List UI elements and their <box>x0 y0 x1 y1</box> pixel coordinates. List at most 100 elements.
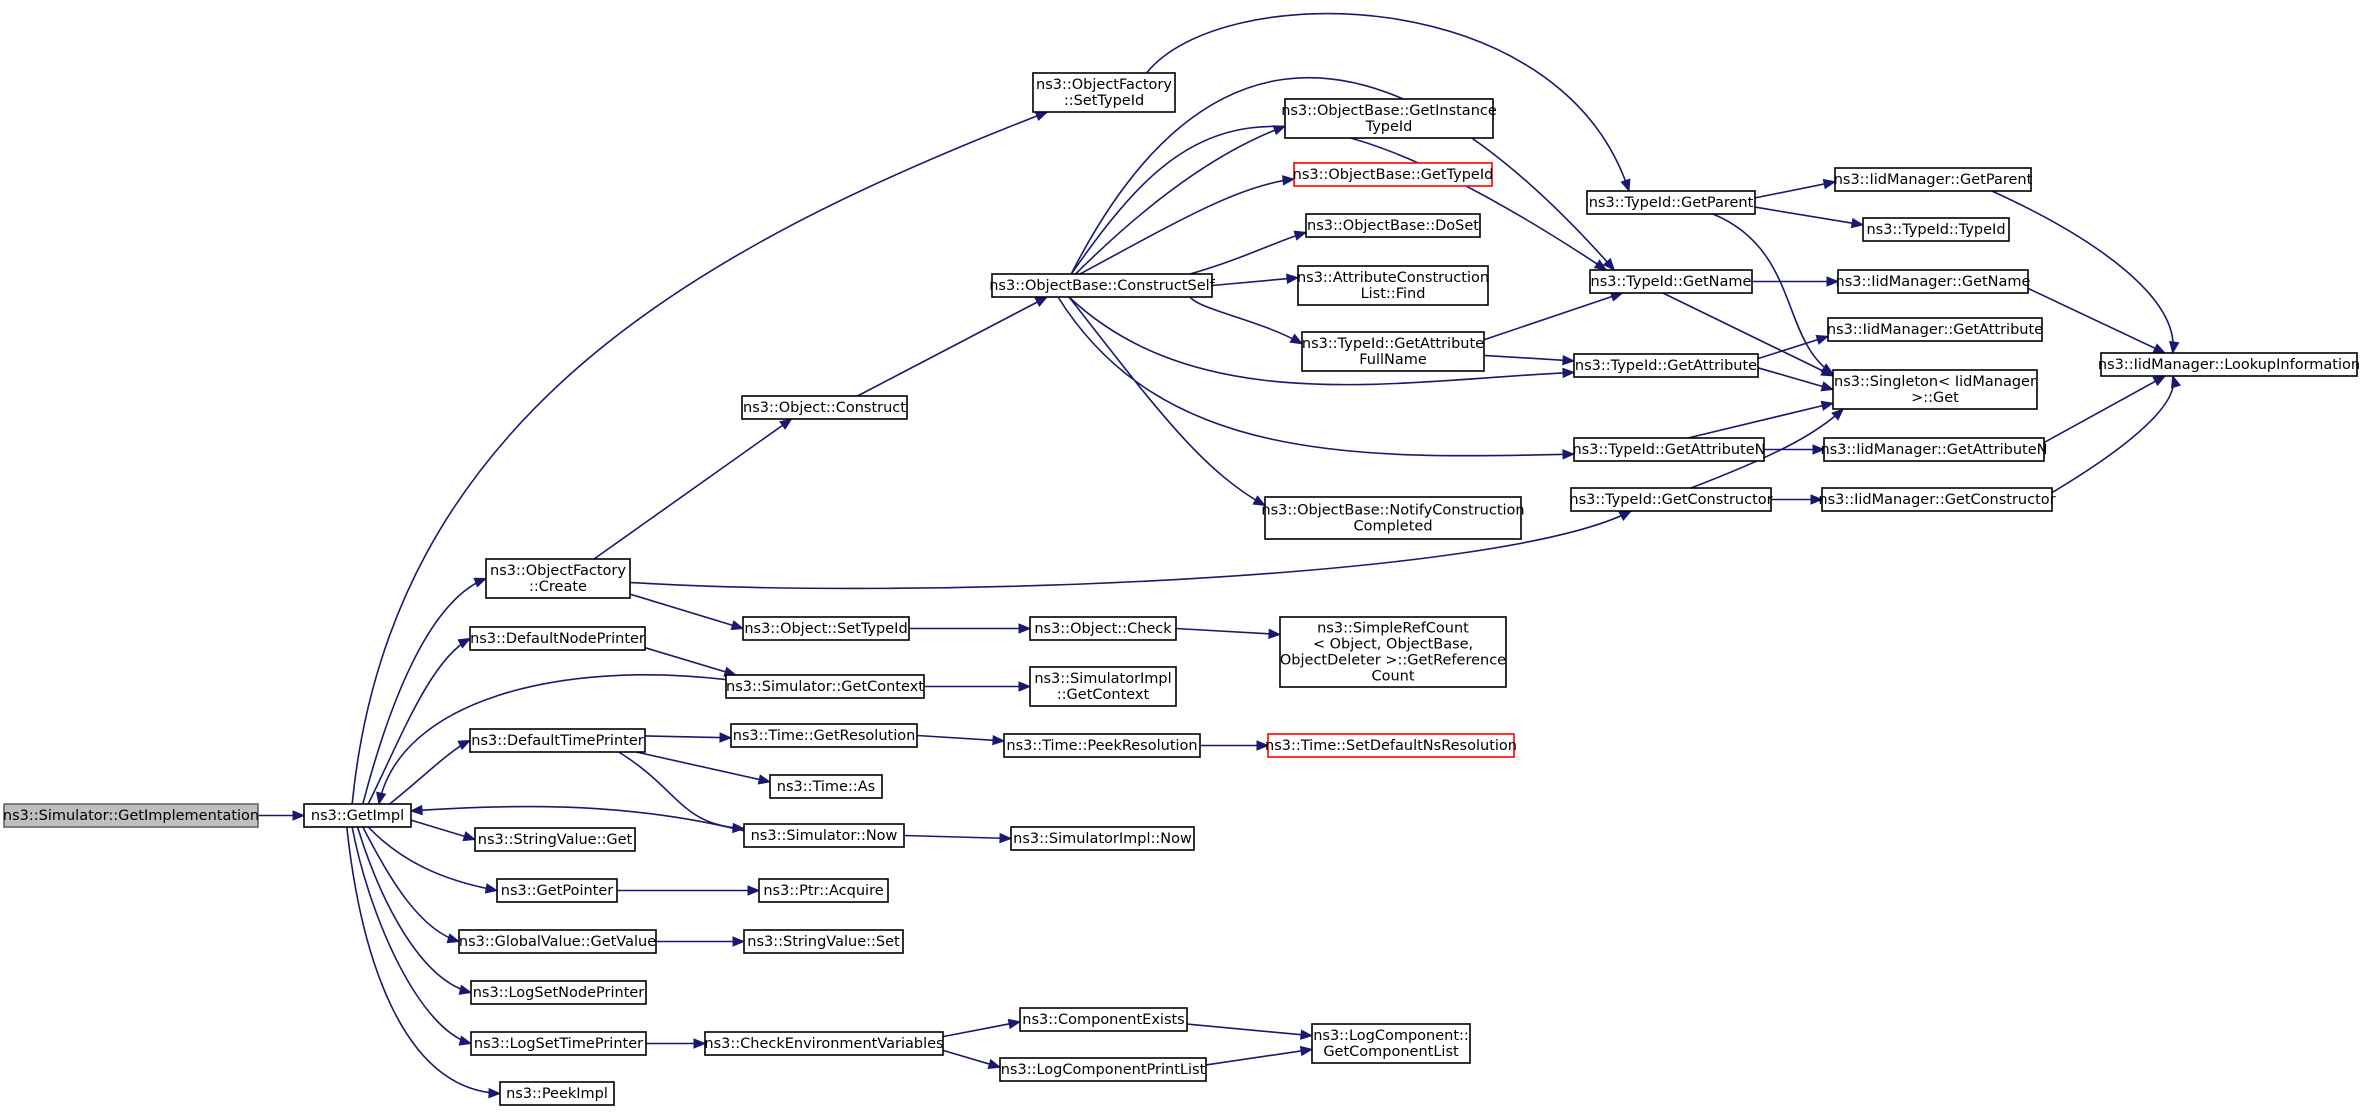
node-time-peekres[interactable]: ns3::Time::PeekResolution <box>1003 733 1201 758</box>
node-logsetnodeprinter[interactable]: ns3::LogSetNodePrinter <box>470 980 647 1005</box>
node-box <box>991 273 1213 298</box>
node-logsettimeprinter[interactable]: ns3::LogSetTimePrinter <box>470 1031 647 1056</box>
node-label: ns3::GlobalValue::GetValue <box>459 934 656 950</box>
node-ob-gettypeid[interactable]: ns3::ObjectBase::GetTypeId <box>1293 162 1494 187</box>
node-box <box>474 827 636 852</box>
node-box <box>499 1081 615 1106</box>
edge-ob_construct-to-ob_gettypeid <box>1079 178 1295 275</box>
edge-obj_check-to-simplerefcount <box>1175 627 1281 636</box>
node-singleton-get[interactable]: ns3::Singleton< IidManager>::Get <box>1832 369 2038 410</box>
node-simimpl-getcontext[interactable]: ns3::SimulatorImpl::GetContext <box>1029 666 1177 707</box>
node-label: ns3::DefaultNodePrinter <box>470 631 645 647</box>
node-logcompprintlist[interactable]: ns3::LogComponentPrintList <box>999 1057 1207 1082</box>
node-box <box>3 803 259 828</box>
arrowhead-getimpl <box>292 810 306 821</box>
node-label: ns3::IidManager::GetAttributeN <box>1820 442 2047 458</box>
node-deftimeprinter[interactable]: ns3::DefaultTimePrinter <box>469 728 646 753</box>
node-peekimpl[interactable]: ns3::PeekImpl <box>499 1081 615 1106</box>
node-obj-settypeid[interactable]: ns3::Object::SetTypeId <box>742 616 910 641</box>
node-iid-getparent[interactable]: ns3::IidManager::GetParent <box>1834 167 2033 192</box>
node-sim-getimpl[interactable]: ns3::Simulator::GetImplementation <box>3 803 259 828</box>
arrowhead-singleton_get <box>1820 366 1835 377</box>
node-iid-lookup[interactable]: ns3::IidManager::LookupInformation <box>2098 352 2360 377</box>
node-tid-getctor[interactable]: ns3::TypeId::GetConstructor <box>1569 487 1773 512</box>
edge-getimpl-to-logsetnodeprinter <box>356 826 472 994</box>
node-tid-getattrn[interactable]: ns3::TypeId::GetAttributeN <box>1572 437 1766 462</box>
arrowhead-simimpl_getcontext <box>1018 681 1032 692</box>
node-sim-now[interactable]: ns3::Simulator::Now <box>743 823 905 848</box>
node-iid-getname[interactable]: ns3::IidManager::GetName <box>1836 269 2031 294</box>
arrowhead-deftimeprinter <box>457 739 472 751</box>
node-tid-getname[interactable]: ns3::TypeId::GetName <box>1589 269 1753 294</box>
node-tid-getparent[interactable]: ns3::TypeId::GetParent <box>1586 190 1756 215</box>
node-time-as[interactable]: ns3::Time::As <box>769 774 883 799</box>
node-obj-construct[interactable]: ns3::Object::Construct <box>741 395 908 420</box>
node-stringvalue-set[interactable]: ns3::StringValue::Set <box>743 929 904 954</box>
node-tid-getattr[interactable]: ns3::TypeId::GetAttribute <box>1573 353 1759 378</box>
edge-of_create-to-tid_getctor <box>629 510 1632 590</box>
node-box <box>1821 487 2053 512</box>
node-logcomp-getlist[interactable]: ns3::LogComponent::GetComponentList <box>1311 1023 1471 1064</box>
edge-iid_getname-to-iid_lookup <box>2027 287 2166 354</box>
edge-ob_construct-to-acl_find <box>1211 276 1299 287</box>
node-tid-typeid[interactable]: ns3::TypeId::TypeId <box>1862 217 2010 242</box>
node-simimpl-now[interactable]: ns3::SimulatorImpl::Now <box>1010 826 1195 851</box>
node-checkenv[interactable]: ns3::CheckEnvironmentVariables <box>704 1031 944 1056</box>
node-label: Completed <box>1353 519 1432 535</box>
node-iid-getctor[interactable]: ns3::IidManager::GetConstructor <box>1818 487 2056 512</box>
edge-of_create-to-obj_settypeid <box>629 593 744 630</box>
node-box <box>1823 437 2045 462</box>
node-gv-getvalue[interactable]: ns3::GlobalValue::GetValue <box>458 929 657 954</box>
node-label: ns3::LogSetNodePrinter <box>473 985 645 1001</box>
node-label: ns3::LogSetTimePrinter <box>474 1036 643 1052</box>
node-box <box>1297 265 1489 306</box>
node-iid-getattrn[interactable]: ns3::IidManager::GetAttributeN <box>1820 437 2048 462</box>
node-time-getres[interactable]: ns3::Time::GetResolution <box>730 723 918 748</box>
node-getimpl[interactable]: ns3::GetImpl <box>303 803 412 828</box>
edge-checkenv-to-compexists <box>942 1021 1021 1038</box>
arrowhead-ptr_acquire <box>747 885 761 896</box>
arrowhead-tid_getname <box>1593 259 1608 271</box>
arrowhead-iid_getctor <box>1810 494 1824 505</box>
node-of-create[interactable]: ns3::ObjectFactory::Create <box>485 558 631 599</box>
node-label: ns3::TypeId::GetAttribute <box>1575 358 1757 374</box>
node-label: ns3::IidManager::LookupInformation <box>2098 357 2360 373</box>
node-stringvalue-get[interactable]: ns3::StringValue::Get <box>474 827 636 852</box>
edge-getimpl-to-logsettimeprinter <box>351 826 472 1045</box>
node-label: ns3::StringValue::Set <box>747 934 900 950</box>
node-of-settypeid[interactable]: ns3::ObjectFactory::SetTypeId <box>1032 72 1176 113</box>
node-sim-getcontext[interactable]: ns3::Simulator::GetContext <box>725 674 925 699</box>
node-box <box>1311 1023 1471 1064</box>
node-label: ns3::Time::GetResolution <box>733 728 916 744</box>
node-box <box>485 558 631 599</box>
node-defnodeprinter[interactable]: ns3::DefaultNodePrinter <box>469 626 646 651</box>
node-simplerefcount[interactable]: ns3::SimpleRefCount< Object, ObjectBase,… <box>1279 616 1507 688</box>
node-box <box>1003 733 1201 758</box>
node-iid-getattr[interactable]: ns3::IidManager::GetAttribute <box>1827 317 2043 342</box>
arrowhead-of_create <box>473 577 488 588</box>
node-time-setdefns[interactable]: ns3::Time::SetDefaultNsResolution <box>1265 733 1517 758</box>
node-ob-doset[interactable]: ns3::ObjectBase::DoSet <box>1305 213 1481 238</box>
node-label: TypeId <box>1365 119 1413 135</box>
arrowhead-singleton_get <box>1820 400 1835 411</box>
node-ob-notify[interactable]: ns3::ObjectBase::NotifyConstructionCompl… <box>1261 496 1525 540</box>
node-box <box>1010 826 1195 851</box>
node-label: ns3::ObjectBase::DoSet <box>1307 218 1479 234</box>
node-getpointer[interactable]: ns3::GetPointer <box>496 878 618 903</box>
node-compexists[interactable]: ns3::ComponentExists <box>1019 1007 1188 1032</box>
arrowhead-iid_getattrn <box>1812 444 1826 455</box>
node-obj-check[interactable]: ns3::Object::Check <box>1029 616 1177 641</box>
node-ob-construct[interactable]: ns3::ObjectBase::ConstructSelf <box>989 273 1216 298</box>
node-box <box>725 674 925 699</box>
node-label: ns3::ObjectBase::ConstructSelf <box>989 278 1215 294</box>
edge-ob_construct-to-ob_notify <box>1068 296 1266 507</box>
node-box <box>1029 616 1177 641</box>
node-label: ::GetContext <box>1057 687 1150 703</box>
arrowhead-getimpl <box>409 804 423 816</box>
node-ptr-acquire[interactable]: ns3::Ptr::Acquire <box>758 878 889 903</box>
arrowhead-tid_getattr <box>1562 367 1576 379</box>
